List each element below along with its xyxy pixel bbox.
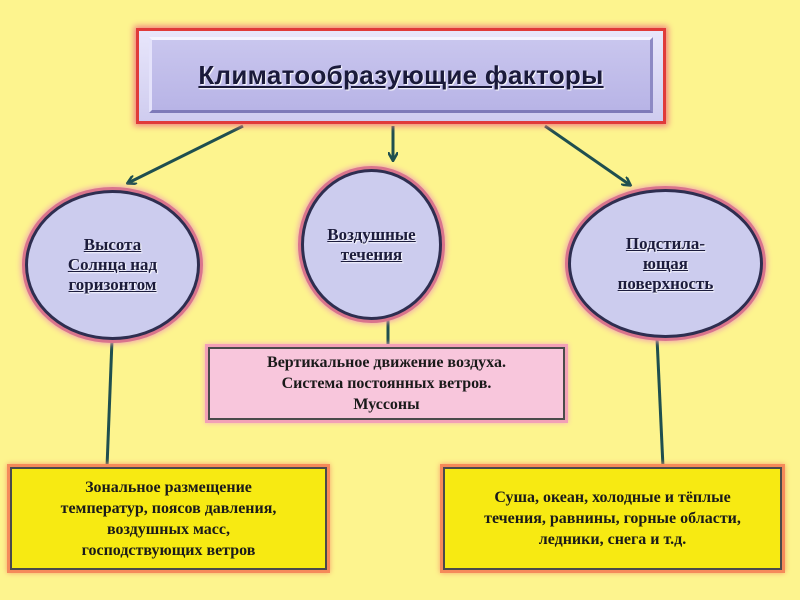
line-right-factor-to-detail (655, 337, 665, 468)
factor-air-currents-oval: Воздушные течения (301, 169, 442, 320)
title-bevel: Климатообразующие факторы (149, 37, 653, 113)
air-currents-detail-box: Вертикальное движение воздуха. Система п… (208, 347, 565, 420)
factor-underlying-surface-label: Подстила- ющая поверхность (617, 233, 714, 293)
arrow-to-left-factor (128, 124, 244, 183)
sun-height-detail-box: Зональное размещение температур, поясов … (10, 467, 327, 570)
factor-sun-height-oval: Высота Солнца над горизонтом (25, 190, 200, 340)
factor-sun-height-label: Высота Солнца над горизонтом (67, 235, 158, 294)
underlying-surface-detail-box: Суша, океан, холодные и тёплые течения, … (443, 467, 782, 570)
title-box: Климатообразующие факторы (136, 28, 666, 124)
factor-air-currents-label: Воздушные течения (327, 224, 416, 264)
factor-underlying-surface-oval: Подстила- ющая поверхность (568, 189, 763, 338)
diagram-title: Климатообразующие факторы (198, 59, 604, 90)
line-left-factor-to-detail (105, 339, 114, 468)
arrow-to-right-factor (544, 124, 630, 185)
